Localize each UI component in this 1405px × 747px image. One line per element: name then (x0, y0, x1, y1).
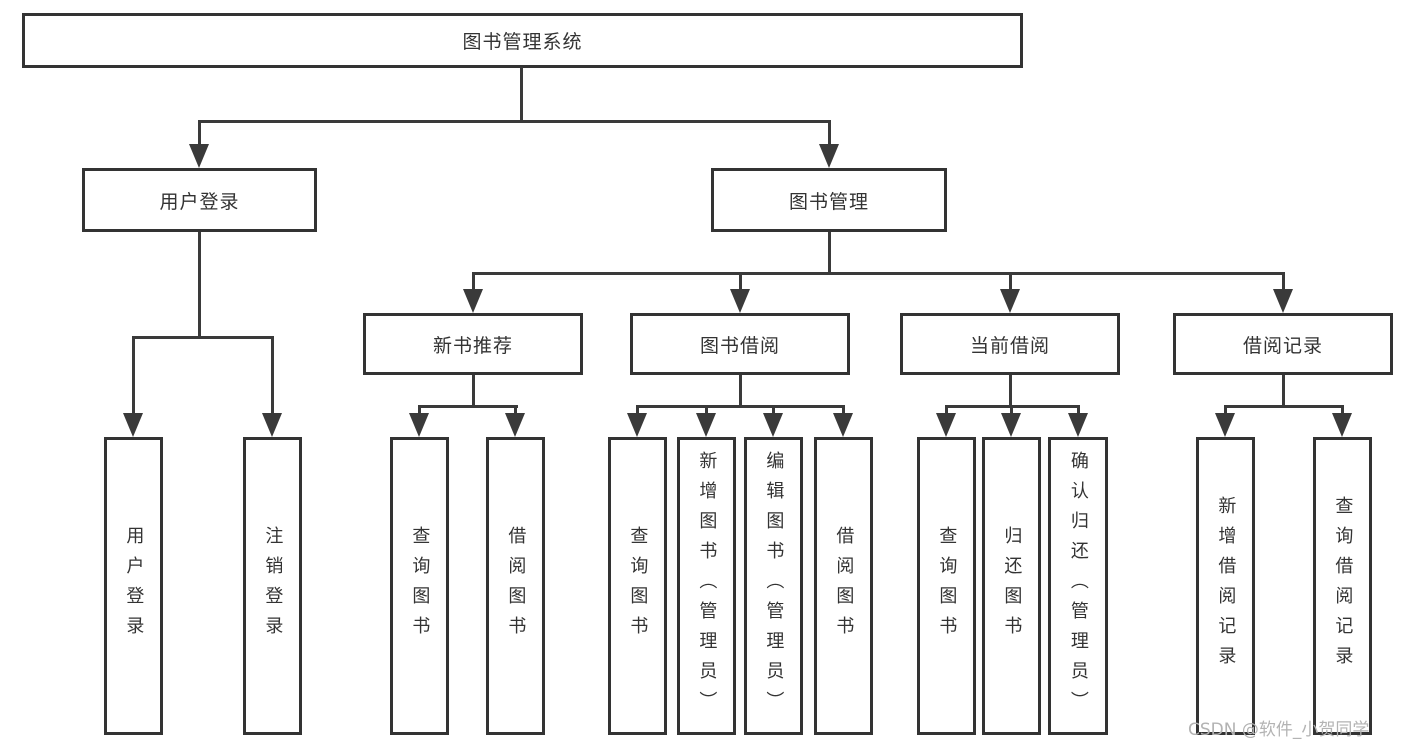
node-book-mgmt: 图书管理 (711, 168, 947, 232)
leaf-return-book: 归还图书 (982, 437, 1041, 735)
arrowhead-leaf-query-book-2-icon (627, 413, 647, 437)
arrowhead-leaf-query-book-3-icon (936, 413, 956, 437)
node-book-borrow: 图书借阅 (630, 313, 850, 375)
edge-root-stub (520, 67, 523, 122)
edge-to-leaf-add-book (705, 405, 708, 415)
leaf-query-book-2: 查询图书 (608, 437, 667, 735)
arrowhead-borrow-records-icon (1273, 289, 1293, 313)
leaf-edit-book-label: 编辑图书（管理员） (763, 451, 785, 721)
arrowhead-leaf-user-login-icon (123, 413, 143, 437)
edge-to-leaf-query-book-2 (636, 405, 639, 415)
leaf-borrow-book-1: 借阅图书 (486, 437, 545, 735)
arrowhead-current-borrow-icon (1000, 289, 1020, 313)
edge-level2-branch (198, 120, 831, 123)
leaf-logout-label: 注销登录 (262, 526, 284, 646)
edge-to-leaf-logout (271, 336, 274, 416)
edge-borrow-records-branch (1224, 405, 1344, 408)
edge-to-book-mgmt (828, 120, 831, 148)
leaf-return-book-label: 归还图书 (1001, 526, 1023, 646)
leaf-user-login-label: 用户登录 (123, 526, 145, 646)
arrowhead-leaf-logout-icon (262, 413, 282, 437)
edge-to-leaf-add-record (1224, 405, 1227, 415)
leaf-query-record-label: 查询借阅记录 (1332, 496, 1354, 676)
leaf-borrow-book-2-label: 借阅图书 (833, 526, 855, 646)
edge-book-mgmt-stub (828, 232, 831, 274)
leaf-borrow-book-2: 借阅图书 (814, 437, 873, 735)
arrowhead-book-mgmt-icon (819, 144, 839, 168)
node-new-book-rec-label: 新书推荐 (432, 334, 513, 357)
leaf-query-record: 查询借阅记录 (1313, 437, 1372, 735)
edge-borrow-records-stub (1282, 375, 1285, 407)
leaf-add-record: 新增借阅记录 (1196, 437, 1255, 735)
arrowhead-leaf-borrow-book-1-icon (505, 413, 525, 437)
arrowhead-leaf-edit-book-icon (763, 413, 783, 437)
leaf-query-book-1: 查询图书 (390, 437, 449, 735)
edge-to-leaf-query-book-1 (418, 405, 421, 415)
leaf-logout: 注销登录 (243, 437, 302, 735)
node-borrow-records: 借阅记录 (1173, 313, 1393, 375)
arrowhead-book-borrow-icon (730, 289, 750, 313)
node-new-book-rec: 新书推荐 (363, 313, 583, 375)
leaf-add-book-label: 新增图书（管理员） (696, 451, 718, 721)
arrowhead-leaf-return-book-icon (1001, 413, 1021, 437)
leaf-edit-book: 编辑图书（管理员） (744, 437, 803, 735)
node-library-system-label: 图书管理系统 (462, 31, 583, 53)
node-library-system: 图书管理系统 (22, 13, 1023, 68)
node-book-mgmt-label: 图书管理 (788, 190, 869, 213)
arrowhead-leaf-borrow-book-2-icon (833, 413, 853, 437)
leaf-confirm-return-label: 确认归还（管理员） (1067, 451, 1089, 721)
edge-new-book-rec-stub (472, 375, 475, 407)
leaf-query-book-3-label: 查询图书 (936, 526, 958, 646)
edge-to-leaf-query-book-3 (945, 405, 948, 415)
leaf-borrow-book-1-label: 借阅图书 (505, 526, 527, 646)
arrowhead-user-login-icon (189, 144, 209, 168)
arrowhead-leaf-confirm-return-icon (1068, 413, 1088, 437)
leaf-query-book-2-label: 查询图书 (627, 526, 649, 646)
arrowhead-leaf-query-book-1-icon (409, 413, 429, 437)
node-user-login: 用户登录 (82, 168, 317, 232)
arrowhead-leaf-query-record-icon (1332, 413, 1352, 437)
edge-to-leaf-borrow-book-2 (842, 405, 845, 415)
edge-to-current-borrow (1009, 272, 1012, 292)
edge-to-user-login (198, 120, 201, 148)
edge-new-book-rec-branch (418, 405, 518, 408)
edge-to-borrow-records (1282, 272, 1285, 292)
node-book-borrow-label: 图书借阅 (699, 334, 780, 357)
edge-book-borrow-branch (636, 405, 845, 408)
csdn-watermark: CSDN @软件_小贺同学 (1188, 720, 1370, 740)
edge-user-login-stub (198, 232, 201, 338)
leaf-query-book-3: 查询图书 (917, 437, 976, 735)
edge-user-login-branch (132, 336, 273, 339)
edge-to-leaf-return-book (1010, 405, 1013, 415)
node-current-borrow-label: 当前借阅 (969, 334, 1050, 357)
node-borrow-records-label: 借阅记录 (1242, 334, 1323, 357)
edge-level3-branch (472, 272, 1285, 275)
arrowhead-leaf-add-book-icon (696, 413, 716, 437)
edge-current-borrow-stub (1009, 375, 1012, 407)
edge-to-leaf-borrow-book-1 (514, 405, 517, 415)
leaf-add-book: 新增图书（管理员） (677, 437, 736, 735)
edge-to-leaf-confirm-return (1077, 405, 1080, 415)
edge-to-new-book-rec (472, 272, 475, 292)
arrowhead-leaf-add-record-icon (1215, 413, 1235, 437)
node-user-login-label: 用户登录 (159, 190, 240, 213)
node-current-borrow: 当前借阅 (900, 313, 1120, 375)
edge-to-leaf-edit-book (772, 405, 775, 415)
leaf-add-record-label: 新增借阅记录 (1215, 496, 1237, 676)
leaf-user-login: 用户登录 (104, 437, 163, 735)
leaf-query-book-1-label: 查询图书 (409, 526, 431, 646)
edge-book-borrow-stub (739, 375, 742, 407)
edge-to-book-borrow (739, 272, 742, 292)
leaf-confirm-return: 确认归还（管理员） (1048, 437, 1108, 735)
edge-to-leaf-user-login (132, 336, 135, 416)
arrowhead-new-book-rec-icon (463, 289, 483, 313)
edge-to-leaf-query-record (1341, 405, 1344, 415)
